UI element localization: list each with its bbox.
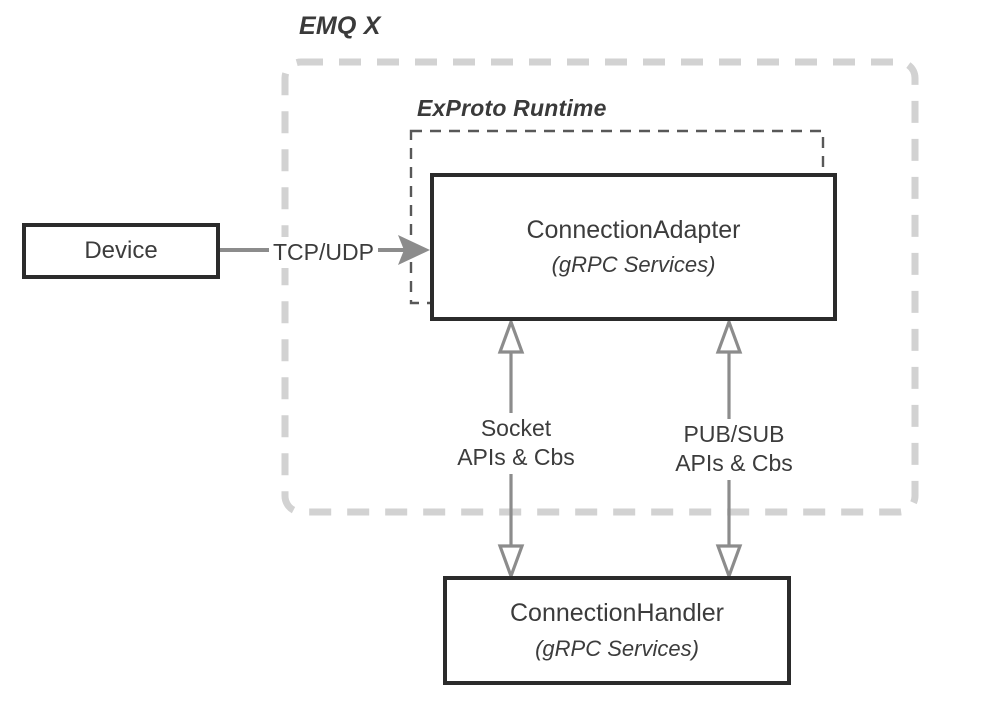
edge-pubsub-apis: [715, 317, 743, 581]
edge-label-tcp-udp: TCP/UDP: [269, 237, 378, 269]
node-connection-handler-title: ConnectionHandler: [509, 599, 725, 627]
edge-label-socket-apis: Socket APIs & Cbs: [452, 413, 580, 474]
node-connection-adapter-subtitle: (gRPC Services): [551, 252, 716, 277]
edge-label-pubsub-line2: APIs & Cbs: [675, 450, 793, 477]
node-device[interactable]: Device: [22, 223, 220, 279]
edge-label-socket-line2: APIs & Cbs: [457, 444, 575, 471]
edge-label-pubsub-line1: PUB/SUB: [683, 421, 785, 447]
exproto-group-label: ExProto Runtime: [417, 95, 607, 121]
emqx-group-label: EMQ X: [299, 12, 381, 40]
edge-label-socket-line1: Socket: [480, 415, 552, 441]
node-connection-adapter-title: ConnectionAdapter: [526, 215, 741, 244]
node-device-title: Device: [84, 236, 158, 264]
node-connection-adapter[interactable]: ConnectionAdapter (gRPC Services): [430, 173, 837, 321]
edge-label-pubsub-apis: PUB/SUB APIs & Cbs: [665, 419, 803, 480]
node-connection-handler-subtitle: (gRPC Services): [535, 635, 699, 661]
node-connection-handler[interactable]: ConnectionHandler (gRPC Services): [443, 576, 791, 685]
